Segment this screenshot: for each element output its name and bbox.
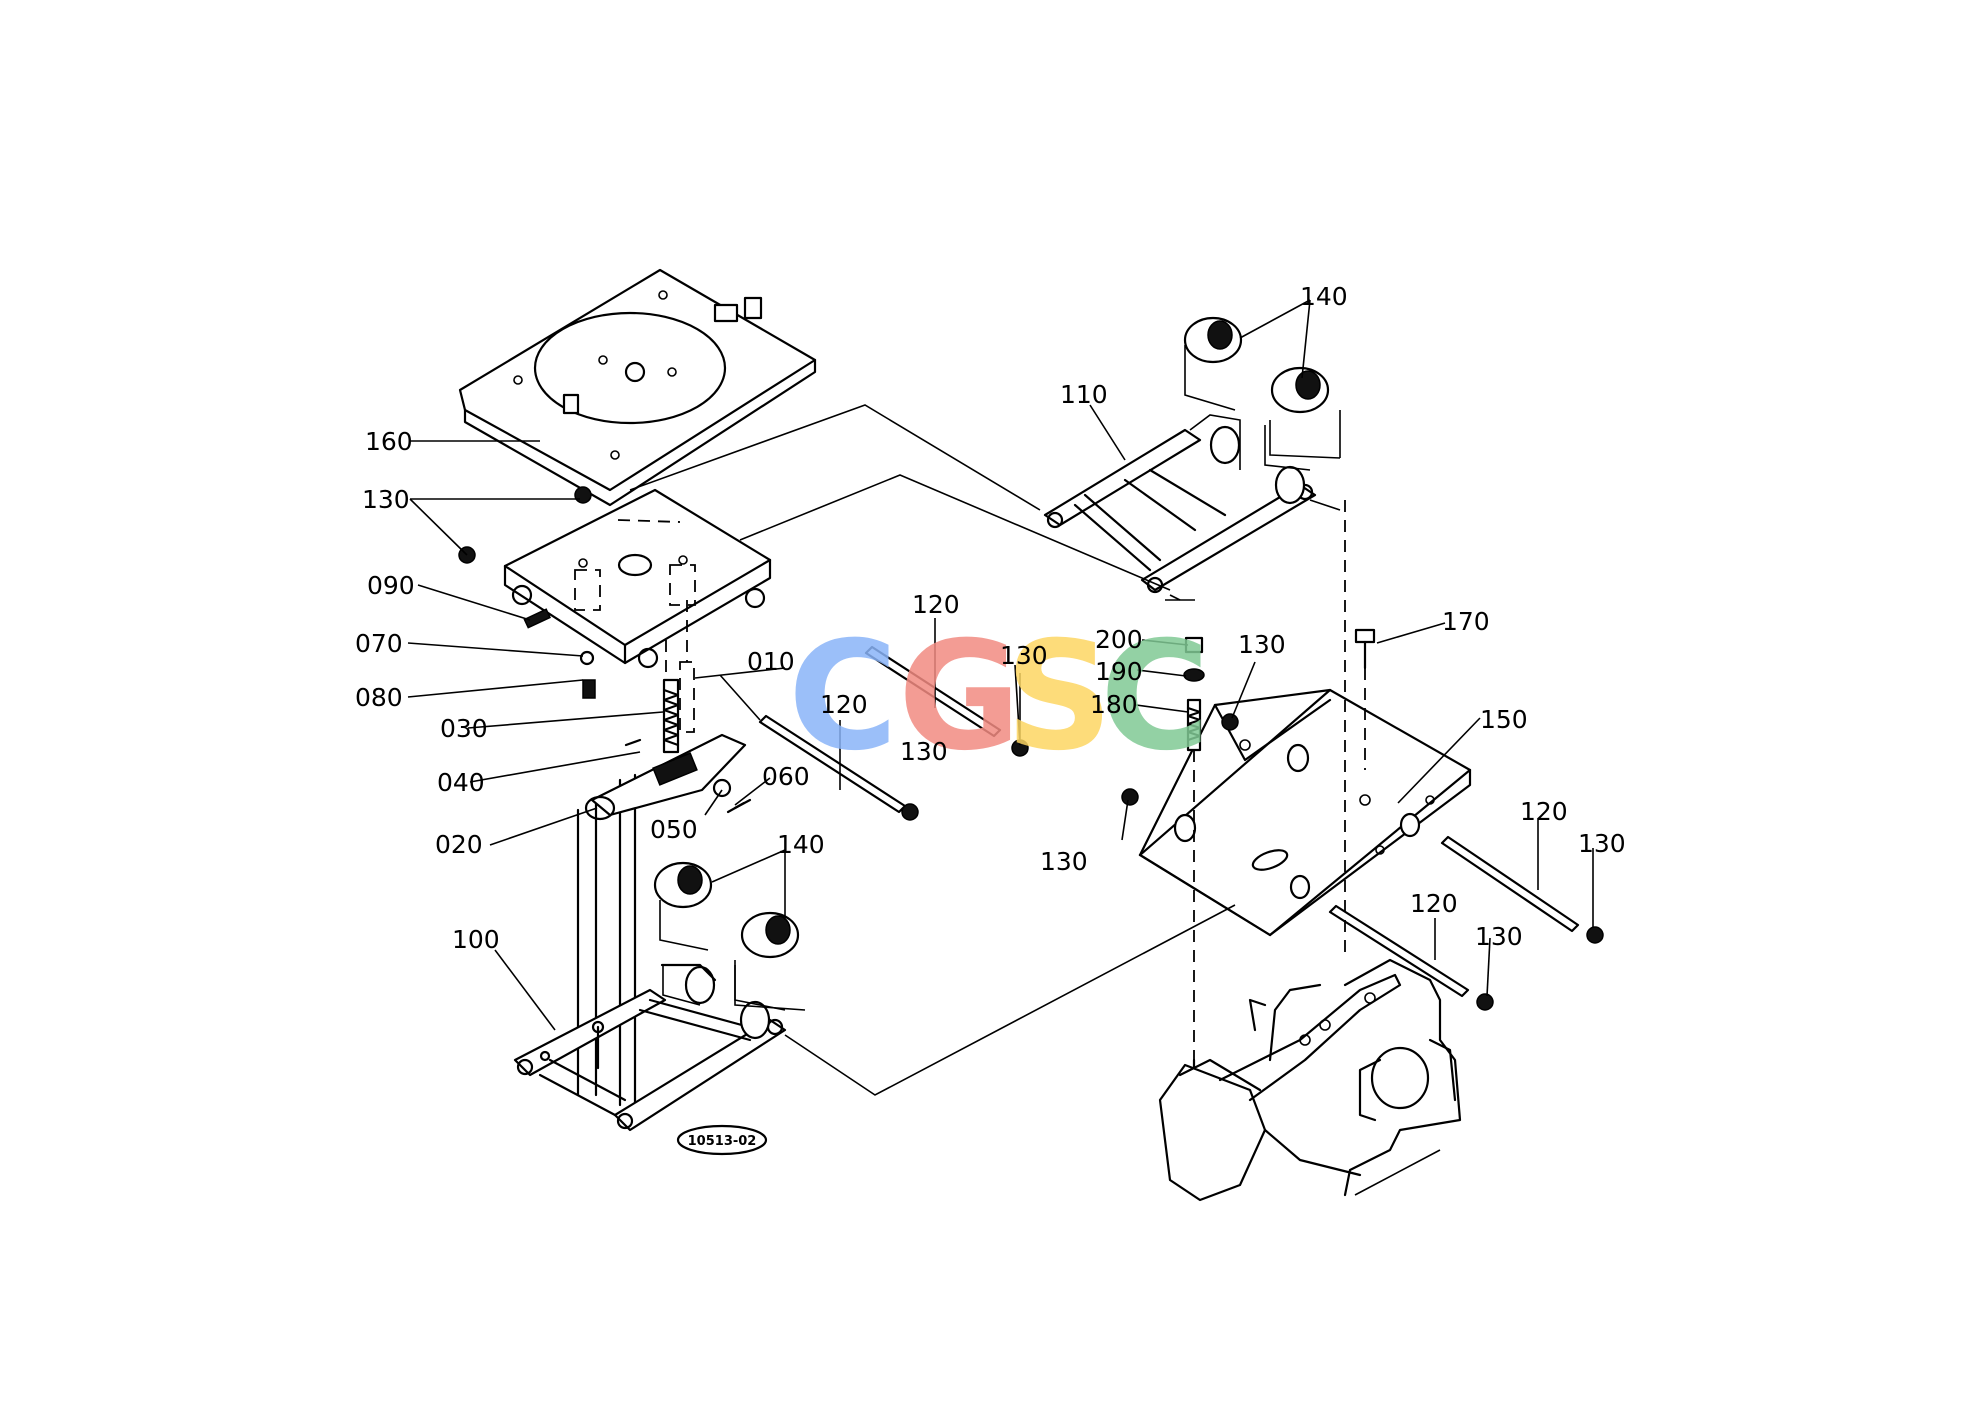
watermark: C G S C [788,610,1210,784]
watermark-letter-4: C [1100,610,1210,784]
callout-130-c: 130 [900,737,948,766]
callout-020: 020 [435,830,483,859]
callout-140-lower: 140 [777,830,825,859]
nuts-130 [458,486,1604,1011]
pins-120 [758,645,1580,998]
seat-plate [458,268,817,507]
alignment-lines [629,404,1341,1096]
callout-150: 150 [1480,705,1528,734]
callout-120-c: 120 [1520,797,1568,826]
watermark-letter-1: C [788,610,898,784]
springs [523,600,752,814]
callout-050: 050 [650,815,698,844]
callout-120-d: 120 [1410,889,1458,918]
transmission-housing [1158,958,1462,1202]
callout-130-g: 130 [1475,922,1523,951]
leader-lines [407,299,1594,1031]
callout-160: 160 [365,427,413,456]
rollers-140-upper [1183,316,1341,459]
callout-130: 130 [362,485,410,514]
suspension-arm [576,733,747,1107]
callout-040: 040 [437,768,485,797]
callout-180: 180 [1090,690,1138,719]
watermark-letter-2: G [898,610,1021,784]
callout-170: 170 [1442,607,1490,636]
callout-130-f: 130 [1578,829,1626,858]
callout-130-e: 130 [1040,847,1088,876]
callout-130-d: 130 [1238,630,1286,659]
seat-bracket [503,488,772,669]
callout-060: 060 [762,762,810,791]
callout-labels: 160 130 090 070 080 030 040 020 010 060 … [355,282,1626,954]
callout-200: 200 [1095,625,1143,654]
figure-reference: 10513-02 [676,1124,768,1156]
callout-010: 010 [747,647,795,676]
callout-090: 090 [367,571,415,600]
callout-120-b: 120 [820,690,868,719]
callout-140-upper: 140 [1300,282,1348,311]
rollers-140-lower [653,861,806,1011]
upper-frame-110 [1043,414,1317,601]
callout-190: 190 [1095,657,1143,686]
figure-ref-label: 10513-02 [688,1134,757,1149]
callout-080: 080 [355,683,403,712]
watermark-letter-3: S [1005,610,1113,784]
callout-120-a: 120 [912,590,960,619]
callout-100: 100 [452,925,500,954]
callout-130-b: 130 [1000,641,1048,670]
callout-030: 030 [440,714,488,743]
callout-070: 070 [355,629,403,658]
lower-frame-100 [513,963,787,1132]
callout-110: 110 [1060,380,1108,409]
